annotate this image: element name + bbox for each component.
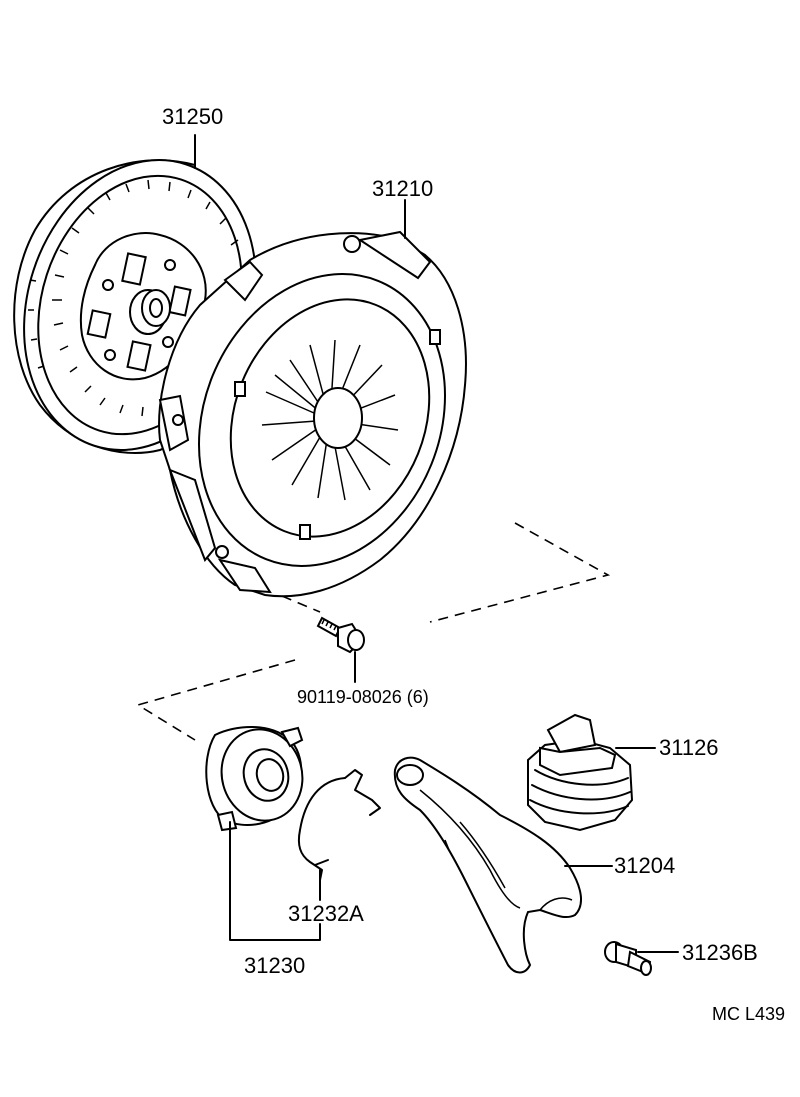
label-release-bearing-clip: 31232A [288,901,364,926]
label-release-bearing-assy: 31230 [244,953,306,978]
label-release-fork-boot: 31126 [659,735,719,760]
release-fork-boot [527,713,634,832]
label-release-fork: 31204 [614,853,676,878]
drawing-code: MC L439 [712,1004,786,1024]
clutch-cover [158,230,467,598]
assembly-lines [136,522,611,741]
release-fork [393,756,582,974]
leader-lines [194,134,679,953]
label-clutch-disc: 31250 [162,104,224,129]
label-clutch-cover: 31210 [372,176,434,201]
fork-support [604,941,652,976]
release-bearing [205,726,304,832]
label-fork-support: 31236B [682,940,758,965]
release-bearing-clip [297,769,381,881]
bolt [316,616,365,654]
label-bolt: 90119-08026 (6) [297,687,429,707]
